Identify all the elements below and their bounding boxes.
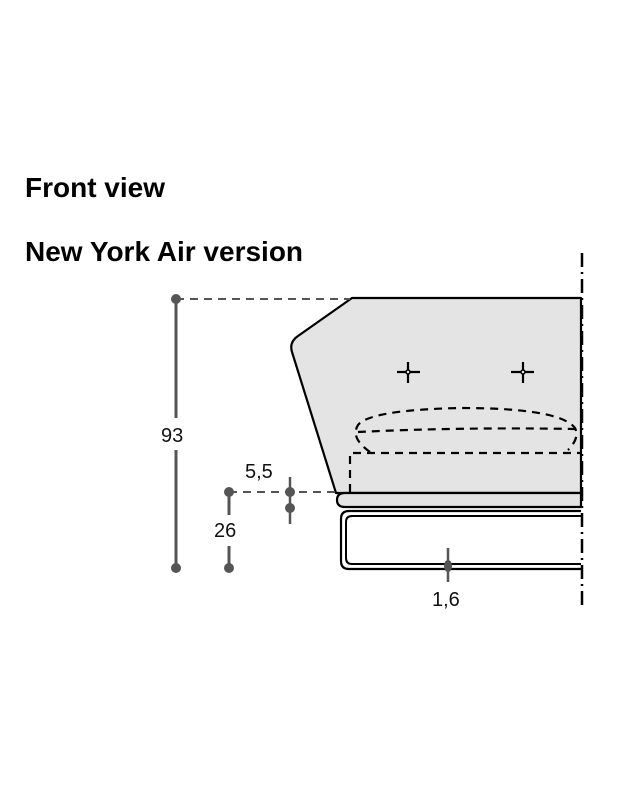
dimension-label-frame-thickness: 1,6 <box>432 589 460 611</box>
dimension-seat-height <box>224 487 335 573</box>
tufting-marker-icon <box>397 362 420 383</box>
dimension-overall-height <box>171 294 350 573</box>
drawing-title: Front view <box>25 172 166 203</box>
hidden-pillow-outline <box>354 406 578 453</box>
dimension-label-seat-thickness: 5,5 <box>245 461 273 483</box>
dimension-label-seat-height: 26 <box>214 520 237 542</box>
drawing-subtitle: New York Air version <box>25 236 304 267</box>
dimension-frame-thickness <box>444 548 452 582</box>
base-frame <box>339 509 581 571</box>
tufting-marker-icon <box>511 362 534 383</box>
dimension-label-overall-height: 93 <box>161 425 184 447</box>
dimension-seat-thickness <box>285 477 295 524</box>
backrest-cushion <box>290 296 583 495</box>
seat-cushion <box>335 491 583 509</box>
